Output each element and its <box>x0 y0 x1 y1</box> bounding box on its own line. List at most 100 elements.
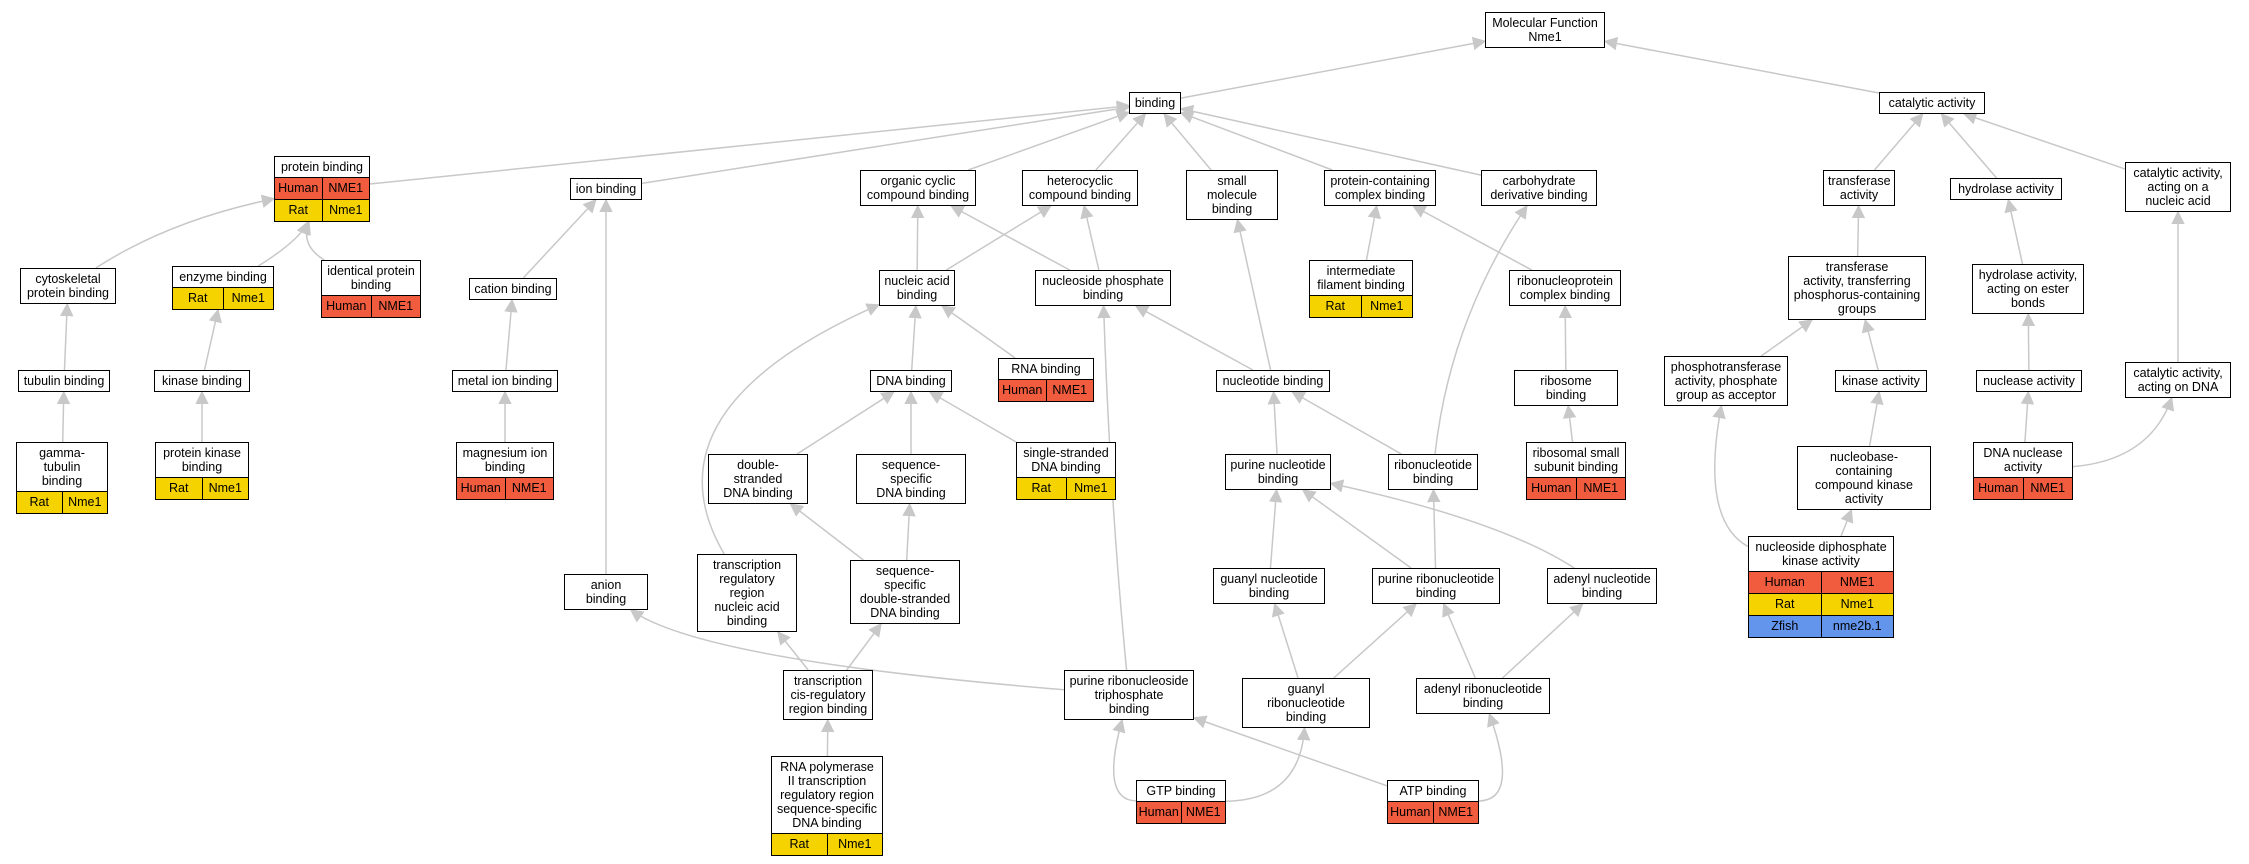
node-nucleoside-phosphate[interactable]: nucleoside phosphate binding <box>1035 270 1171 306</box>
node-kinase-binding[interactable]: kinase binding <box>154 370 250 392</box>
node-adenyl-nt[interactable]: adenyl nucleotide binding <box>1547 568 1657 604</box>
node-nucleobase-kinase[interactable]: nucleobase-containing compound kinase ac… <box>1797 446 1931 510</box>
node-ds-dna[interactable]: double-stranded DNA binding <box>708 454 808 504</box>
node-cat-dna[interactable]: catalytic activity, acting on DNA <box>2125 362 2231 398</box>
node-purine-ribonucleotide[interactable]: purine ribonucleotide binding <box>1372 568 1500 604</box>
node-label: organic cyclic compound binding <box>866 174 970 202</box>
species-gene: NME1 <box>1820 572 1894 593</box>
node-label: kinase activity <box>1842 374 1920 388</box>
species-row: Rat Nme1 <box>17 491 107 513</box>
node-label: ribonucleotide binding <box>1394 458 1472 486</box>
node-organic-cyclic[interactable]: organic cyclic compound binding <box>860 170 976 206</box>
node-tubulin[interactable]: tubulin binding <box>18 370 110 392</box>
species-gene: Nme1 <box>201 478 249 499</box>
edge-seq-ds-dna-to-seq-dna <box>902 502 916 561</box>
node-seq-ds-dna[interactable]: sequence-specific double-stranded DNA bi… <box>850 560 960 624</box>
species-organism: Rat <box>29 495 49 509</box>
node-cation-binding[interactable]: cation binding <box>469 278 557 300</box>
node-nuclease[interactable]: nuclease activity <box>1976 370 2082 392</box>
node-kinase-activity[interactable]: kinase activity <box>1835 370 1927 392</box>
node-phosphotransferase[interactable]: phosphotransferase activity, phosphate g… <box>1664 356 1788 406</box>
node-transferase-phospho[interactable]: transferase activity, transferring phosp… <box>1788 256 1926 320</box>
species-row: Zfish nme2b.1 <box>1749 615 1893 637</box>
node-ribonucleoprotein[interactable]: ribonucleoprotein complex binding <box>1509 270 1621 306</box>
node-mf[interactable]: Molecular Function Nme1 <box>1485 12 1605 48</box>
edge-ribonucleotide-to-nucleotide-binding <box>1291 391 1402 455</box>
species-gene: nme2b.1 <box>1820 616 1894 637</box>
node-cat-nucleic[interactable]: catalytic activity, acting on a nucleic … <box>2125 162 2231 212</box>
node-heterocyclic[interactable]: heterocyclic compound binding <box>1022 170 1138 206</box>
node-dna-binding[interactable]: DNA binding <box>870 370 952 392</box>
species-organism: Human <box>278 181 319 195</box>
node-metal-ion[interactable]: metal ion binding <box>452 370 558 392</box>
node-cytoskeletal[interactable]: cytoskeletal protein binding <box>20 268 116 304</box>
node-carbohydrate[interactable]: carbohydrate derivative binding <box>1481 170 1597 206</box>
species-organism: Rat <box>1031 481 1051 495</box>
edge-enzyme-binding-to-protein-binding <box>257 220 310 267</box>
node-purine-nucleotide[interactable]: purine nucleotide binding <box>1225 454 1331 490</box>
edge-cat-nucleic-to-catalytic <box>1962 111 2126 170</box>
node-anion[interactable]: anion binding <box>564 574 648 610</box>
node-ion-binding[interactable]: ion binding <box>570 178 642 200</box>
node-label: kinase binding <box>162 374 242 388</box>
edge-adenyl-nt-to-purine-nucleotide <box>1329 479 1575 569</box>
node-nucleic-acid[interactable]: nucleic acid binding <box>879 270 955 306</box>
node-adenyl-ribo[interactable]: adenyl ribonucleotide binding <box>1416 678 1550 714</box>
edge-rna-binding-to-nucleic-acid <box>941 305 1016 359</box>
node-tx-cis[interactable]: transcription cis-regulatory region bind… <box>783 670 873 720</box>
node-transferase[interactable]: transferase activity <box>1823 170 1895 206</box>
species-organism: Human <box>1138 805 1179 819</box>
node-tx-reg[interactable]: transcription regulatory region nucleic … <box>697 554 797 632</box>
edge-cation-binding-to-ion-binding <box>522 199 597 279</box>
species-gene: NME1 <box>1432 802 1479 823</box>
node-purine-ribonucleoside-tp[interactable]: purine ribonucleoside triphosphate bindi… <box>1064 670 1194 720</box>
node-nucleotide-binding[interactable]: nucleotide binding <box>1216 370 1330 392</box>
node-small-molecule[interactable]: small molecule binding <box>1186 170 1278 220</box>
node-hydrolase-ester[interactable]: hydrolase activity, acting on ester bond… <box>1972 264 2084 314</box>
node-catalytic[interactable]: catalytic activity <box>1879 92 1985 114</box>
species-gene: Nme1 <box>61 492 108 513</box>
node-seq-dna[interactable]: sequence-specific DNA binding <box>856 454 966 504</box>
node-ribosome-binding[interactable]: ribosome binding <box>1514 370 1618 406</box>
node-binding[interactable]: binding <box>1129 92 1181 114</box>
node-label: DNA binding <box>876 374 946 388</box>
species-gene: NME1 <box>1575 478 1626 499</box>
edge-purine-nucleotide-to-nucleotide-binding <box>1267 390 1282 455</box>
edge-kinase-binding-to-enzyme-binding <box>203 308 222 371</box>
node-protein-complex[interactable]: protein-containing complex binding <box>1324 170 1436 206</box>
node-guanyl-nt[interactable]: guanyl nucleotide binding <box>1213 568 1325 604</box>
species-gene: NME1 <box>1180 802 1226 823</box>
node-label: protein-containing complex binding <box>1330 174 1430 202</box>
node-rna-pol[interactable]: RNA polymerase II transcription regulato… <box>771 756 883 856</box>
node-label: sequence-specific DNA binding <box>876 458 946 500</box>
edge-nuclease-to-hydrolase-ester <box>2021 312 2036 371</box>
node-label: sequence-specific double-stranded DNA bi… <box>859 564 951 620</box>
species-organism: Zfish <box>1771 619 1799 633</box>
node-label: carbohydrate derivative binding <box>1490 174 1588 202</box>
node-hydrolase[interactable]: hydrolase activity <box>1950 178 2062 200</box>
node-label: catalytic activity <box>1888 96 1976 110</box>
edge-tx-cis-to-tx-reg <box>777 630 809 671</box>
node-ribonucleotide[interactable]: ribonucleotide binding <box>1388 454 1478 490</box>
edge-nucleotide-binding-to-nucleoside-phosphate <box>1134 305 1254 371</box>
edge-nucleotide-binding-to-small-molecule <box>1233 218 1272 371</box>
node-guanyl-ribo[interactable]: guanyl ribonucleotide binding <box>1242 678 1370 728</box>
species-organism: Rat <box>169 481 189 495</box>
